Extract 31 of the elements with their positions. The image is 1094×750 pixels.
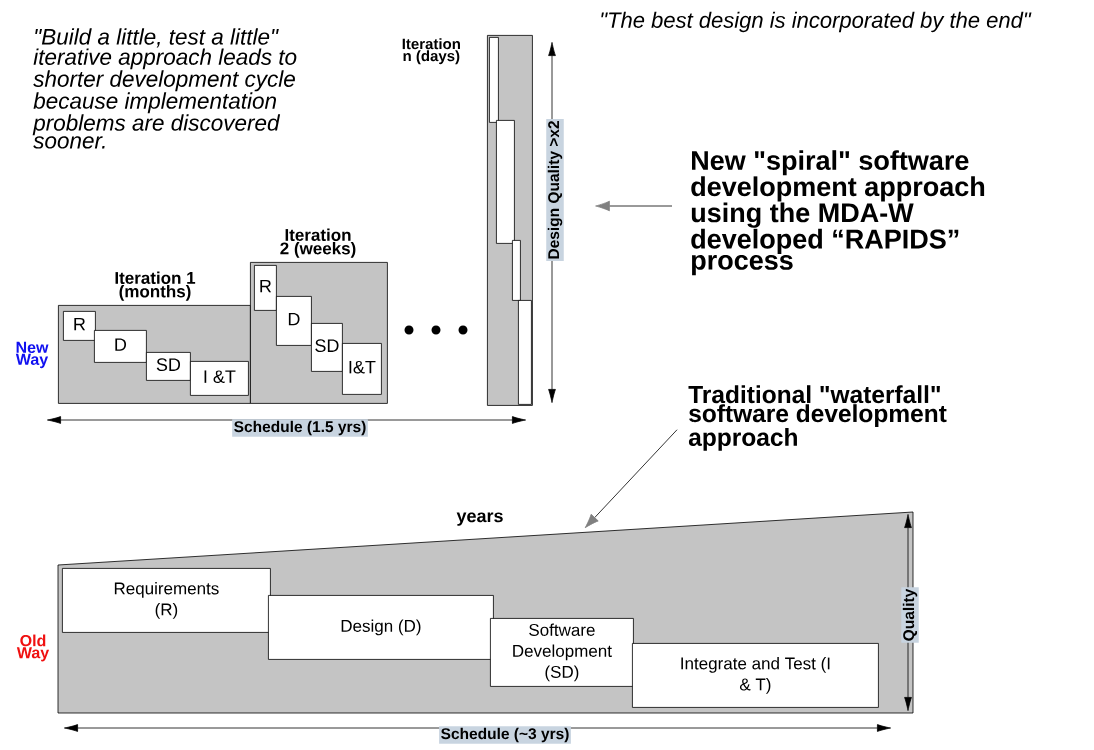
phase-box: Requirements (R) <box>62 568 271 633</box>
phase-box: Integrate and Test (I & T) <box>632 643 879 708</box>
arrow <box>595 200 673 212</box>
phase-box: SD <box>311 323 343 372</box>
node-label: Iteration 1 (months) <box>115 271 196 301</box>
phase-box: R <box>63 311 96 341</box>
phase-box: Software Development (SD) <box>490 618 634 687</box>
phase-box <box>496 120 515 244</box>
phase-box: SD <box>146 352 191 381</box>
node-label: Iteration 2 (weeks) <box>280 228 356 258</box>
node-label: Iteration n (days) <box>402 38 460 65</box>
quote-text: "The best design is incorporated by the end" <box>601 11 1032 33</box>
row-label: Old Way <box>16 634 50 662</box>
phase-box: I&T <box>342 343 382 395</box>
phase-box: R <box>254 265 277 311</box>
row-label: New Way <box>15 341 49 369</box>
phase-box: I &T <box>190 361 249 396</box>
dimension-label: Quality <box>901 587 919 643</box>
phase-box: D <box>276 296 312 346</box>
arrow <box>584 429 678 529</box>
callout-text: New "spiral" software development approach using the MDA-W developed “RAPIDS” process <box>691 150 985 276</box>
dimension-label: Schedule (~3 yrs) <box>439 726 571 744</box>
phase-box <box>512 240 521 301</box>
phase-box <box>489 37 499 123</box>
phase-box: D <box>94 330 147 363</box>
phase-box: Design (D) <box>268 595 494 660</box>
dimension-label: Design Quality >x2 <box>546 118 564 262</box>
quote-text: "Build a little, test a little" iterative approach leads to shorter development cycle because implementation problems are discovered sooner. <box>32 28 297 149</box>
phase-box <box>518 300 532 405</box>
dimension-label: Schedule (1.5 yrs) <box>232 419 368 437</box>
callout-text: Traditional "waterfall" software development approach <box>688 385 947 451</box>
